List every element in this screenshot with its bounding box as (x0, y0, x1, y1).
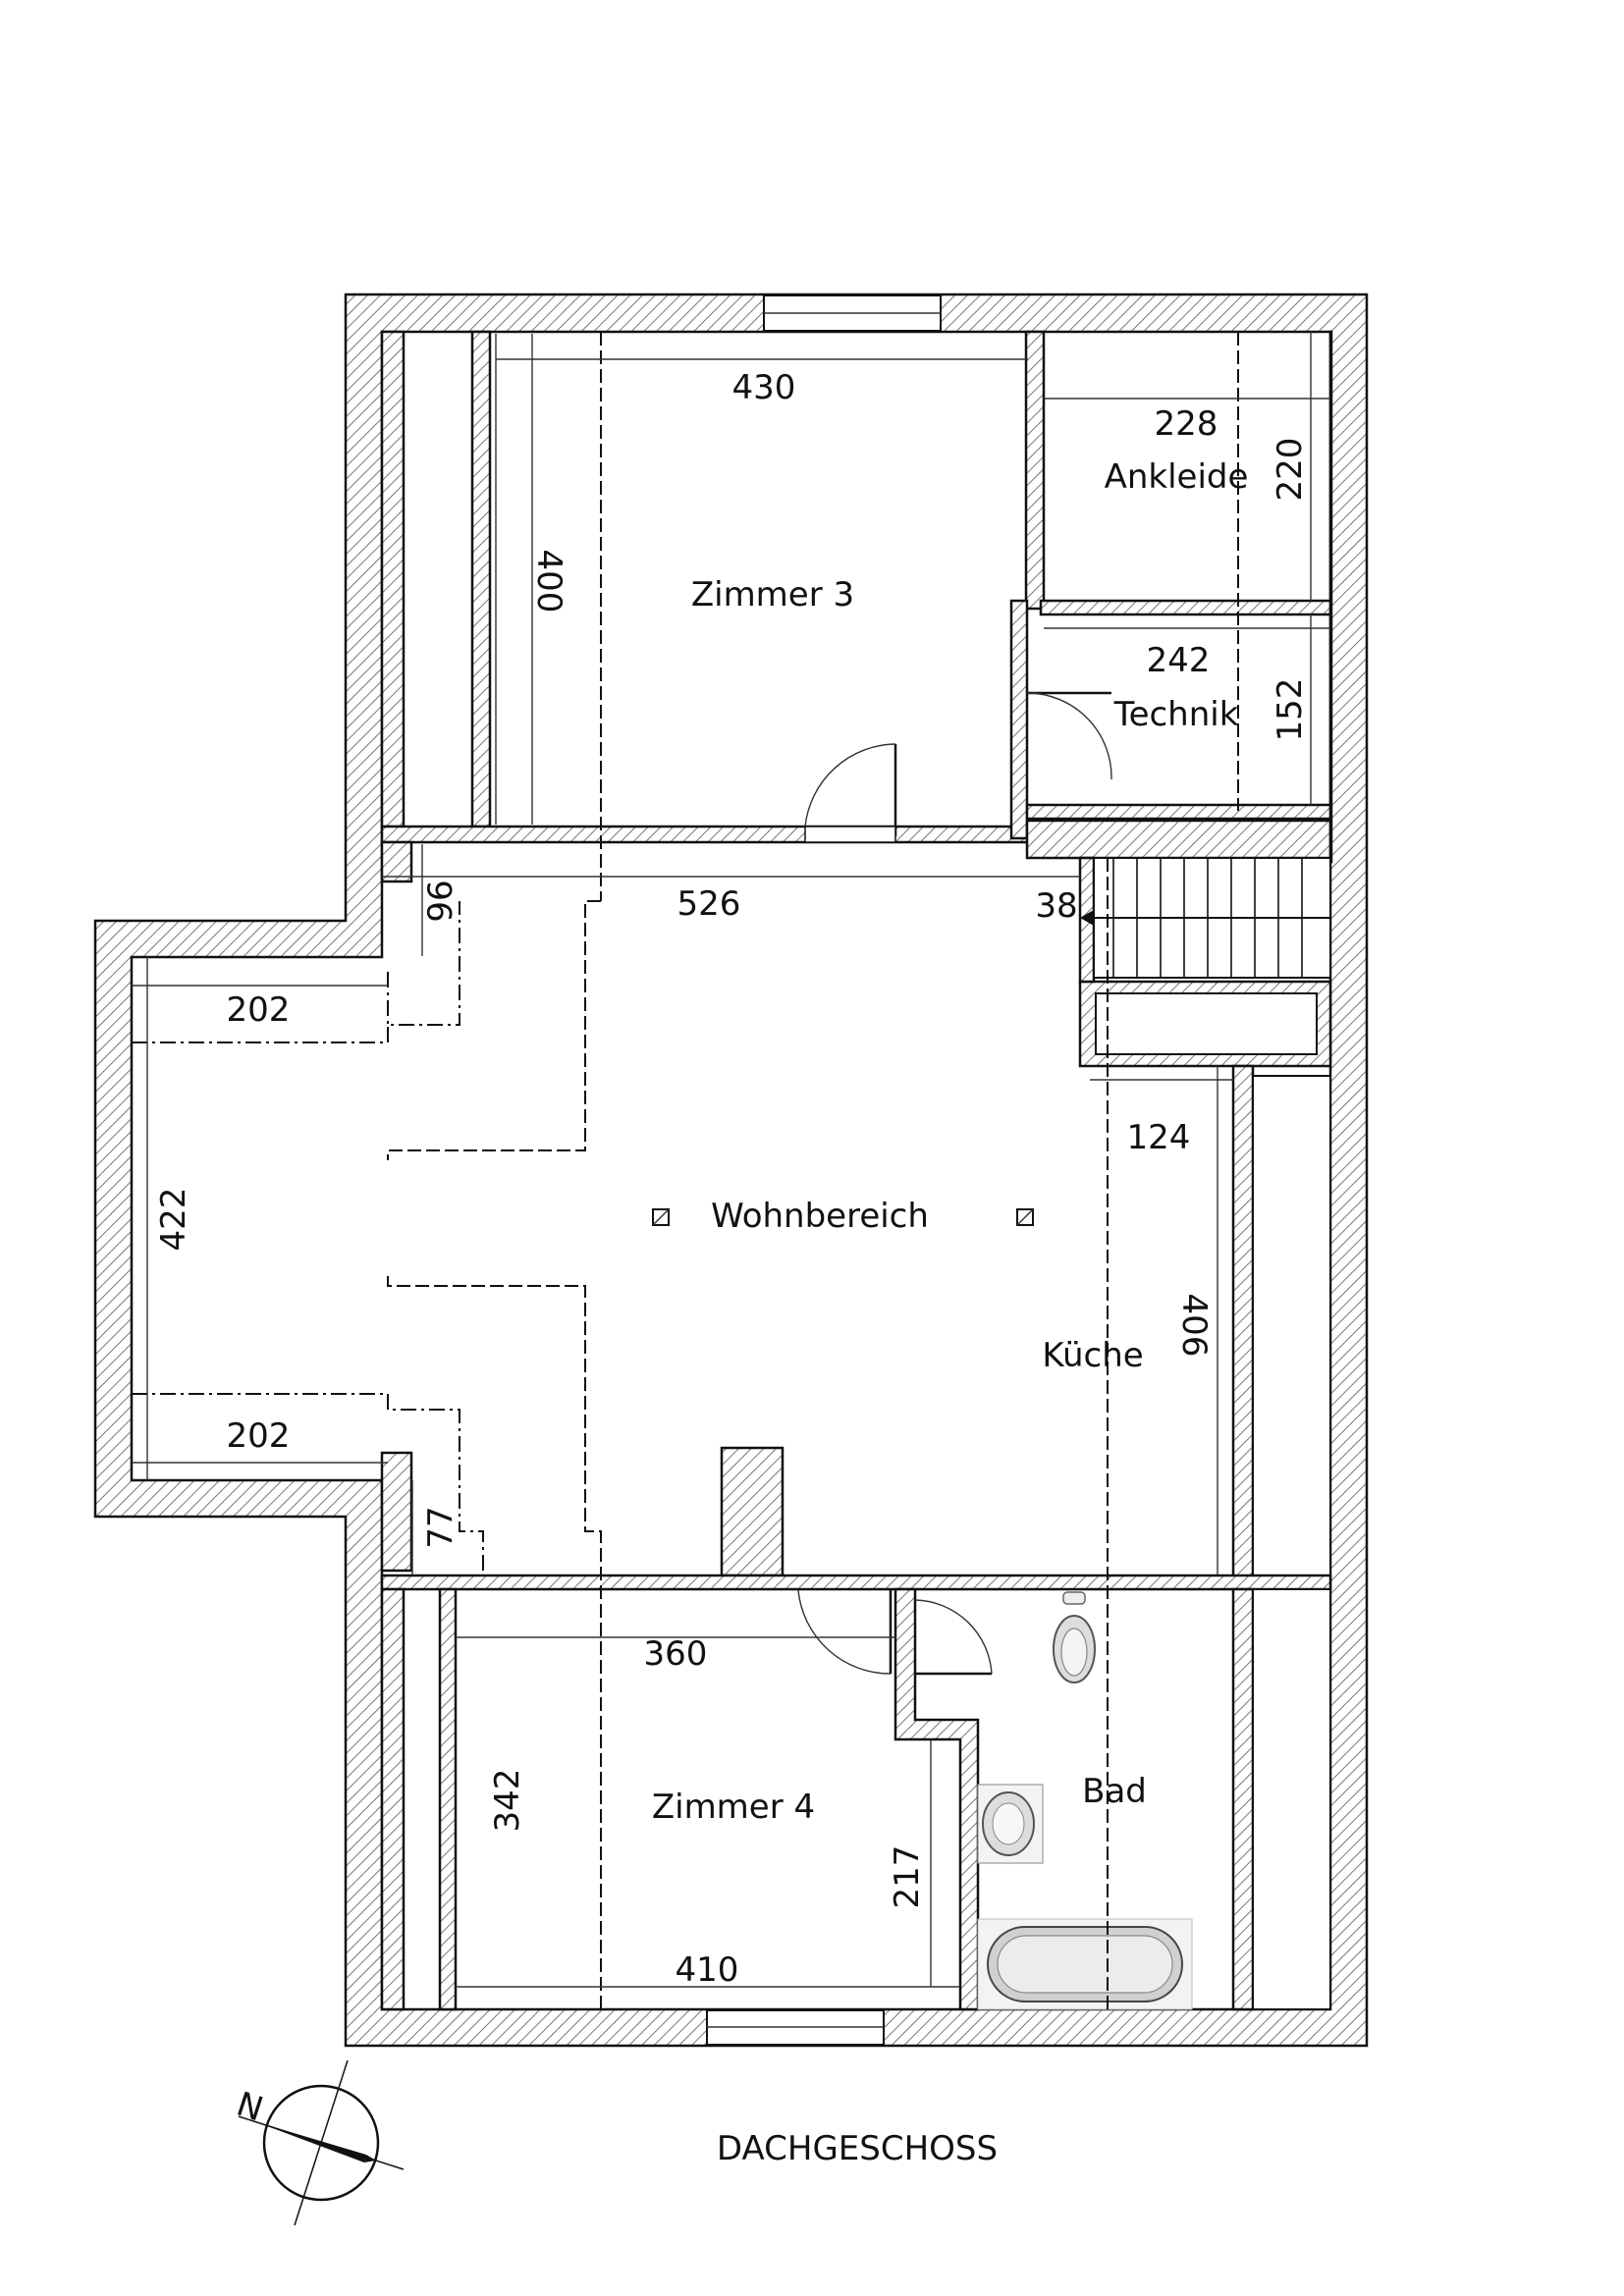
wall-right-storage-kitchen (1231, 1064, 1255, 1578)
wall-right-upper (1328, 330, 1333, 864)
stair-box-inner (1095, 992, 1318, 1055)
room-label-wohnbereich: Wohnbereich (711, 1197, 929, 1236)
room-label-ankleide: Ankleide (1105, 457, 1249, 497)
wall-left-upper-corner (380, 840, 413, 883)
dim-stair-gap: 38 (1035, 886, 1077, 926)
dim-wohn-width: 526 (677, 884, 741, 924)
door-zimmer3 (804, 743, 897, 843)
wall-left-lower-corner (380, 1451, 413, 1573)
dim-technik-width: 242 (1147, 641, 1211, 680)
dim-kueche-depth: 406 (1174, 1294, 1214, 1358)
wall-stub (720, 1446, 785, 1577)
wall-technik-left (1009, 599, 1029, 840)
dim-technik-depth: 152 (1271, 678, 1310, 742)
dim-z3-depth: 400 (529, 550, 568, 614)
room-label-bad: Bad (1082, 1772, 1147, 1811)
compass-icon: N (232, 2059, 405, 2226)
dim-ankleide-width: 228 (1155, 404, 1218, 444)
room-label-zimmer4: Zimmer 4 (652, 1788, 815, 1827)
room-label-technik: Technik (1113, 695, 1239, 734)
wall-bad-right (1231, 1587, 1255, 2011)
washbasin-icon (977, 1784, 1044, 1864)
wall-above-stairs (1025, 819, 1332, 860)
dim-left-depth: 422 (154, 1188, 193, 1252)
room-label-kueche: Küche (1042, 1336, 1143, 1375)
storage-right-kitchen (1252, 1075, 1331, 1577)
dim-kueche-width: 124 (1127, 1118, 1191, 1157)
dim-z4-notch: 217 (888, 1845, 927, 1909)
wall-left-storage-z3 (380, 330, 406, 828)
outer-wall (93, 293, 1369, 2048)
dim-left-lower-width: 202 (227, 1416, 291, 1456)
wall-z4-left (438, 1587, 458, 2011)
dim-z4-depth: 342 (488, 1769, 527, 1833)
dim-bottom-left-niche: 77 (421, 1506, 460, 1548)
floor-title: DACHGESCHOSS (717, 2129, 998, 2168)
dim-z4-width-bottom: 410 (676, 1950, 739, 1990)
dim-top-left-niche: 96 (421, 880, 460, 922)
wall-below-technik (1025, 803, 1332, 821)
door-bad (914, 1599, 993, 1676)
bathtub-icon (977, 1918, 1193, 2010)
wall-z3-left (470, 330, 492, 828)
dimension-lines (132, 332, 1330, 1988)
dim-z3-width: 430 (732, 368, 796, 407)
wall-above-z4 (380, 1574, 1332, 1591)
room-label-zimmer3: Zimmer 3 (691, 575, 854, 614)
wall-z4-bad (893, 1587, 980, 2011)
dim-left-upper-width: 202 (227, 990, 291, 1030)
wall-ankleide-technik (1039, 599, 1332, 616)
storage-right-bad (1252, 1588, 1331, 2010)
wall-left-storage-z4 (380, 1587, 406, 2011)
dim-ankleide-depth: 220 (1271, 438, 1310, 502)
toilet-icon (1053, 1591, 1096, 1683)
compass-north-label: N (232, 2085, 268, 2130)
dim-z4-width-top: 360 (644, 1634, 708, 1674)
door-technik (1026, 691, 1112, 780)
door-zimmer4 (797, 1589, 893, 1675)
wall-below-z3 (380, 825, 1042, 844)
wall-z3-right (1024, 330, 1046, 611)
stairs (1080, 857, 1331, 979)
